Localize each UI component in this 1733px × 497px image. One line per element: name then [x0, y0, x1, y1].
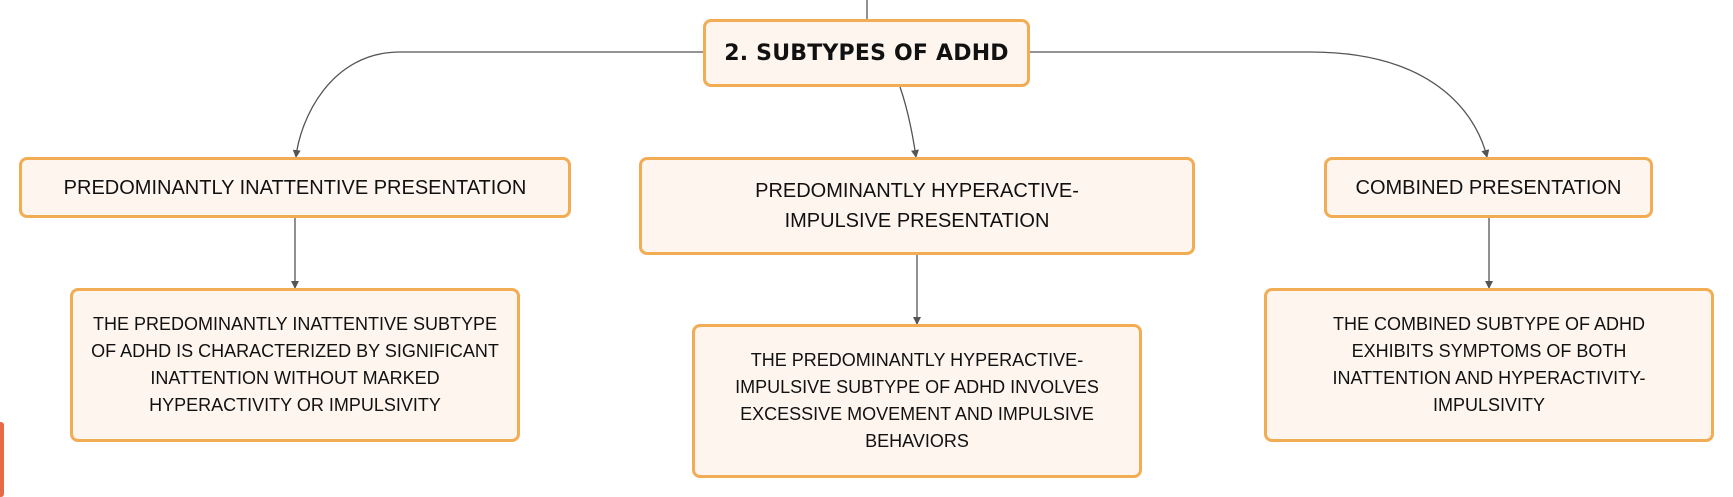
- connector-root-to-combined: [1030, 51, 1490, 158]
- subtype-node-inattentive[interactable]: PREDOMINANTLY INATTENTIVE PRESENTATION: [19, 157, 571, 218]
- description-node-combined[interactable]: THE COMBINED SUBTYPE OF ADHD EXHIBITS SY…: [1264, 288, 1714, 442]
- subtype-node-hyperactive-impulsive[interactable]: PREDOMINANTLY HYPERACTIVE-IMPULSIVE PRES…: [639, 157, 1195, 255]
- description-node-hyperactive-impulsive[interactable]: THE PREDOMINANTLY HYPERACTIVE-IMPULSIVE …: [692, 324, 1142, 478]
- edge-accent-marker: [0, 422, 4, 497]
- connector-root-to-hyperactive: [899, 86, 919, 158]
- root-node[interactable]: 2. SUBTYPES OF ADHD: [703, 19, 1030, 87]
- description-node-inattentive[interactable]: THE PREDOMINANTLY INATTENTIVE SUBTYPE OF…: [70, 288, 520, 442]
- connector-root-to-inattentive: [292, 51, 703, 158]
- subtype-node-combined[interactable]: COMBINED PRESENTATION: [1324, 157, 1653, 218]
